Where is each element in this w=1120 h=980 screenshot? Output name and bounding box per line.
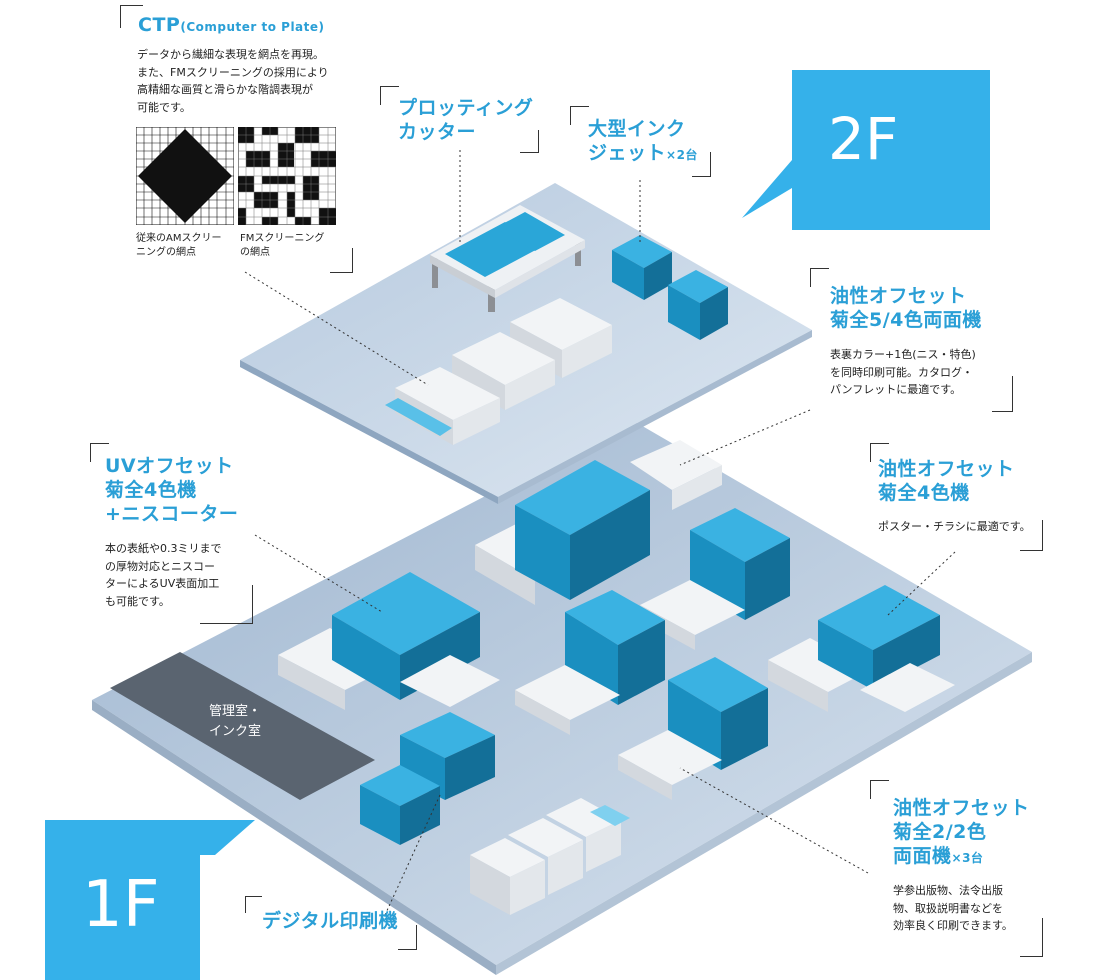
press-uv bbox=[278, 572, 500, 710]
floor-1f-bubble bbox=[45, 820, 255, 980]
plotting-bracket-bottom bbox=[520, 130, 539, 153]
plotting-cutter-machine bbox=[430, 205, 585, 312]
room-label: 管理室・ インク室 bbox=[208, 704, 261, 739]
oil54-bracket-bottom bbox=[992, 376, 1013, 412]
oil54-title: 油性オフセット 菊全5/4色両面機 bbox=[830, 285, 982, 331]
ctp-title: CTP(Computer to Plate) bbox=[138, 14, 325, 36]
oil4-title: 油性オフセット 菊全4色機 bbox=[878, 458, 1015, 504]
press-4 bbox=[768, 585, 955, 712]
ctp-machines bbox=[385, 298, 612, 445]
uv-bracket-top bbox=[90, 443, 109, 462]
floor-2f-bubble bbox=[742, 70, 990, 230]
inkjet-machines bbox=[612, 235, 728, 340]
am-caption: 従来のAMスクリー ニングの網点 bbox=[136, 233, 222, 258]
oil22-bracket-bottom bbox=[1020, 918, 1043, 957]
oil22-title: 油性オフセット 菊全2/2色 両面機×3台 bbox=[893, 797, 1030, 867]
inkjet-bracket-bottom bbox=[692, 152, 711, 177]
oil22-desc: 学参出版物、法令出版 物、取扱説明書などを 効率良く印刷できます。 bbox=[893, 884, 1013, 933]
oil54-bracket-top bbox=[810, 268, 829, 287]
plotting-bracket-top bbox=[380, 86, 399, 105]
uv-desc: 本の表紙や0.3ミリまで の厚物対応とニスコー ターによるUV表面加工 も可能で… bbox=[105, 542, 222, 608]
ctp-bracket-top bbox=[120, 5, 143, 28]
digital-title: デジタル印刷機 bbox=[262, 910, 399, 932]
fm-caption: FMスクリーニング の網点 bbox=[240, 233, 325, 258]
ctp-bracket-bottom bbox=[330, 248, 353, 273]
floor-1f-label: 1F bbox=[82, 868, 160, 942]
oil54-desc: 表裏カラー+1色(ニス・特色) を同時印刷可能。カタログ・ パンフレットに最適で… bbox=[830, 348, 976, 397]
oil4-desc: ポスター・チラシに最適です。 bbox=[878, 520, 1031, 533]
fm-screening-grid bbox=[238, 127, 336, 225]
control-room bbox=[110, 652, 375, 800]
finishing-boxes bbox=[470, 798, 630, 915]
press-5-4 bbox=[475, 440, 722, 605]
plotting-title: プロッティング カッター bbox=[398, 97, 534, 143]
uv-title: UVオフセット 菊全4色機 +ニスコーター bbox=[105, 455, 239, 525]
oil4-bracket-top bbox=[870, 443, 889, 462]
oil22-bracket-top bbox=[870, 780, 889, 799]
digital-bracket-bottom bbox=[398, 925, 417, 950]
digital-bracket-top bbox=[245, 896, 262, 913]
oil4-bracket-bottom bbox=[1020, 520, 1043, 551]
leader-lines bbox=[244, 150, 956, 916]
uv-bracket-bottom bbox=[200, 585, 253, 624]
press-2-2 bbox=[515, 508, 790, 800]
inkjet-bracket-top bbox=[570, 106, 589, 125]
inkjet-title: 大型インク ジェット×2台 bbox=[588, 118, 698, 164]
am-screening-grid bbox=[136, 127, 234, 225]
floor-2f-label: 2F bbox=[828, 105, 899, 173]
digital-press bbox=[360, 712, 495, 845]
ctp-desc: データから繊細な表現を網点を再現。 また、FMスクリーニングの採用により 高精細… bbox=[137, 48, 329, 114]
